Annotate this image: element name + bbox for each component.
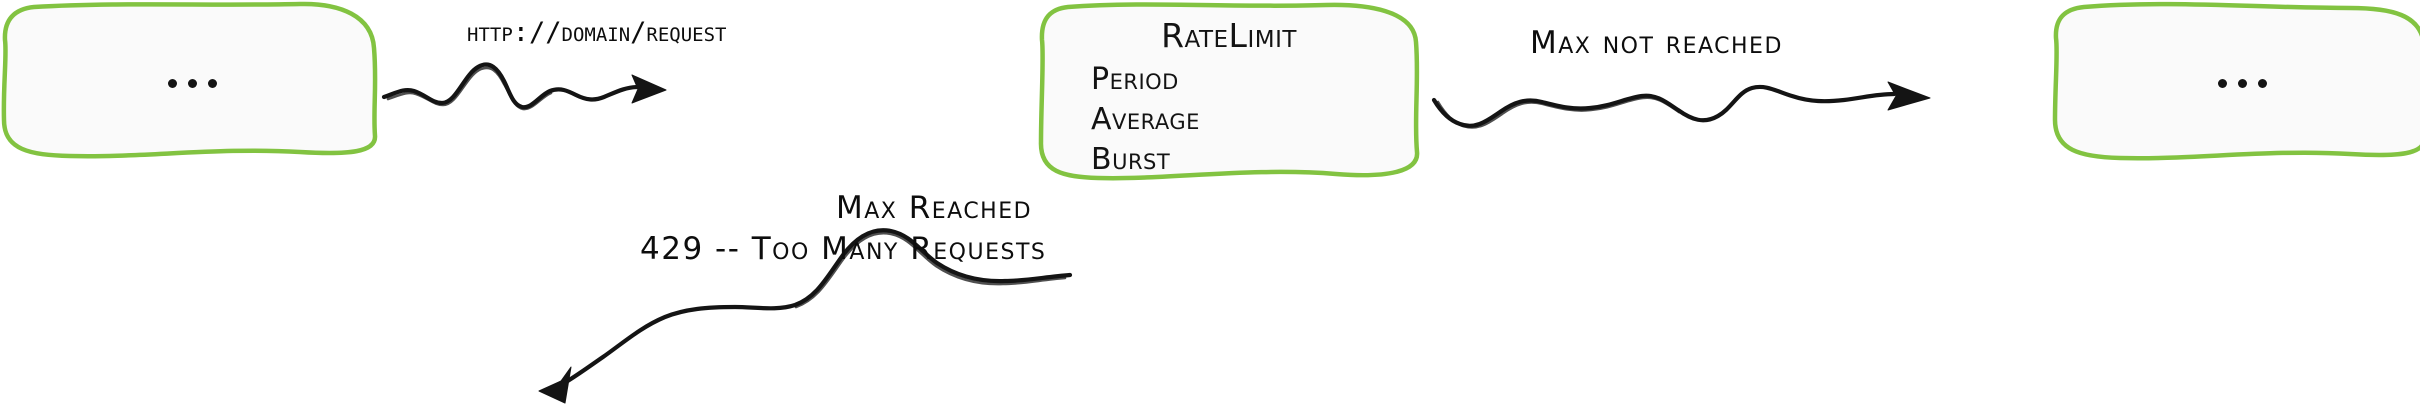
edge-request-arrow	[381, 62, 667, 111]
edge-label-429-too-many-requests: 429 -- Too Many Requests	[640, 231, 1047, 267]
edge-label-max-not-reached: Max not reached	[1530, 25, 1783, 61]
edge-label-max-reached: Max Reached	[836, 190, 1033, 226]
node-ratelimit[interactable]: RateLimit Period Average Burst	[1036, 0, 1422, 188]
node-ratelimit-field-period: Period	[1091, 62, 1179, 97]
edge-max-not-reached-arrow	[1431, 81, 1931, 129]
node-ratelimit-title: RateLimit	[1161, 16, 1297, 55]
node-downstream-ellipsis	[2218, 79, 2267, 88]
node-upstream[interactable]	[0, 0, 380, 160]
node-ratelimit-field-average: Average	[1091, 102, 1200, 137]
node-ratelimit-field-burst: Burst	[1091, 142, 1171, 177]
node-upstream-ellipsis	[168, 79, 217, 88]
node-downstream[interactable]	[2050, 0, 2420, 161]
node-ratelimit-outline	[1038, 2, 1420, 181]
edge-label-request: http://domain/request	[467, 17, 727, 48]
node-downstream-outline	[2052, 1, 2420, 161]
